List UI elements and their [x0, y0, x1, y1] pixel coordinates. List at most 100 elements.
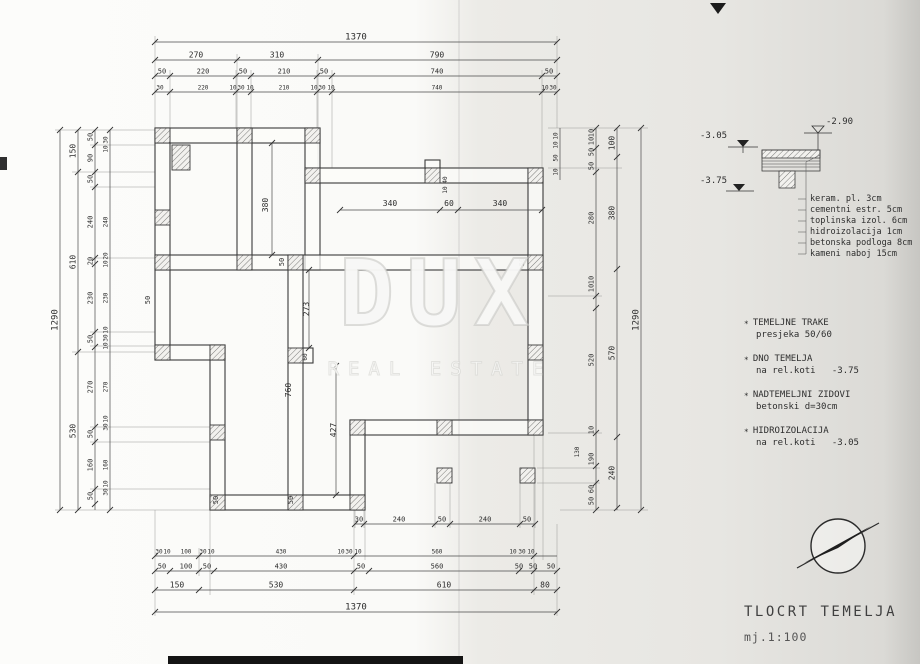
foundation-pad — [527, 167, 544, 184]
foundation-strip — [304, 167, 544, 184]
elevation-label-top-left: -3.05 — [700, 131, 728, 141]
note-title: HIDROIZOLACIJA — [752, 426, 829, 436]
dim-label: 50 — [588, 497, 596, 505]
dim-label: 220 — [198, 85, 209, 92]
layer-label: toplinska izol. 6cm — [810, 216, 908, 226]
dim-label: 30 — [103, 334, 110, 342]
dim-label: 10 — [103, 415, 110, 423]
dim-label: 530 — [69, 424, 78, 439]
dim-label: 50 — [529, 563, 537, 571]
dim-label: 150 — [69, 144, 78, 159]
dim-label: 1290 — [632, 309, 642, 331]
dim-label: 30 — [318, 85, 326, 92]
dim-label: 520 — [588, 354, 596, 367]
dim-label: 50 — [203, 563, 211, 571]
foundation-strip — [236, 127, 253, 271]
dim-label: 240 — [87, 216, 95, 229]
dim-label: 10 — [103, 145, 110, 153]
dim-label: 560 — [431, 563, 444, 571]
note-title: TEMELJNE TRAKE — [752, 318, 829, 328]
foundation-pad — [209, 494, 226, 511]
layer-label: kameni naboj 15cm — [810, 249, 897, 259]
layer-label: cementni estr. 5cm — [810, 205, 903, 215]
foundation-pad — [304, 127, 321, 144]
dim-label: 30 — [237, 85, 245, 92]
dim-label: 280 — [588, 212, 596, 225]
dim-label: 50 — [144, 296, 152, 304]
dim-label: 273 — [302, 302, 311, 317]
dim-label: 270 — [87, 381, 95, 394]
dim-label: 50 — [523, 516, 531, 524]
dim-label: 160 — [87, 459, 95, 472]
dim-label: 210 — [279, 85, 290, 92]
foundation-pad — [349, 494, 366, 511]
dim-label: 50 — [553, 154, 560, 162]
dim-label: 240 — [103, 216, 110, 227]
scan-edge-mark — [0, 157, 7, 170]
dim-label: 50 — [278, 258, 286, 266]
dim-label: 150 — [170, 581, 185, 590]
dim-label: 30 — [199, 549, 207, 556]
foundation-strip — [304, 127, 321, 271]
dim-label: 90 — [87, 154, 95, 162]
dim-label: 790 — [430, 51, 445, 60]
dim-label: 30 — [103, 136, 110, 144]
dim-label: 30 — [549, 85, 557, 92]
dim-label: 560 — [432, 549, 443, 556]
dim-label: 50 — [87, 430, 95, 438]
dim-label: 10 — [103, 326, 110, 334]
note-bullet-icon: ∗ — [744, 426, 749, 435]
dim-label: 10 — [588, 284, 596, 292]
note-item: ∗TEMELJNE TRAKE presjeka 50/60 — [744, 318, 919, 340]
dim-label: 50 — [87, 133, 95, 141]
layer-label: betonska podloga 8cm — [810, 238, 913, 248]
foundation-pad — [154, 254, 171, 271]
north-arrow-compass — [796, 518, 880, 574]
foundation-pad — [154, 209, 171, 226]
dim-label: 10 — [103, 480, 110, 488]
dim-label: 160 — [103, 459, 110, 470]
dim-label: 50 — [239, 68, 247, 76]
note-item: ∗HIDROIZOLACIJA na rel.koti -3.05 — [744, 426, 919, 448]
layer-label: keram. pl. 3cm — [810, 194, 882, 204]
foundation-pad — [527, 419, 544, 436]
dim-label: 50 — [357, 563, 365, 571]
note-title: NADTEMELJNI ZIDOVI — [752, 390, 851, 400]
note-detail: betonski d=30cm — [756, 402, 838, 412]
dim-label: 10 — [327, 85, 335, 92]
note-item: ∗NADTEMELJNI ZIDOVI betonski d=30cm — [744, 390, 919, 412]
note-title: DNO TEMELJA — [752, 354, 813, 364]
dim-label: 50 — [87, 175, 95, 183]
foundation-pad — [287, 254, 304, 271]
dim-label: 430 — [276, 549, 287, 556]
dim-label: 30 — [103, 423, 110, 431]
dim-label: 30 — [518, 549, 526, 556]
compass-needle-icon — [804, 526, 871, 563]
dim-label: 10 — [541, 85, 549, 92]
dim-label: 760 — [284, 383, 293, 398]
foundation-pad — [436, 467, 453, 484]
dim-label: 10 — [354, 549, 362, 556]
foundation-pad — [527, 344, 544, 361]
foundation-pad — [171, 144, 191, 171]
dim-label: 10 — [103, 342, 110, 350]
dim-label: 270 — [103, 381, 110, 392]
dim-label: 130 — [574, 446, 581, 457]
foundation-pad — [154, 344, 171, 361]
dim-label: 50 — [588, 162, 596, 170]
dim-label: 10 — [588, 129, 596, 137]
dim-label: 50 — [287, 496, 295, 504]
dim-label: 740 — [432, 85, 443, 92]
dim-label: 310 — [270, 51, 285, 60]
dim-label: 570 — [608, 346, 617, 361]
dim-label: 10 — [588, 426, 596, 434]
dim-label: 10 — [509, 549, 517, 556]
foundation-strip — [527, 167, 544, 436]
dim-label: 10 — [553, 141, 560, 149]
scan-bottom-bar — [168, 656, 463, 664]
extension-lines — [55, 36, 648, 616]
floor-buildup-legend: keram. pl. 3cm cementni estr. 5cm toplin… — [810, 194, 912, 260]
dim-label: 1290 — [51, 309, 61, 331]
dim-label: 10 — [588, 276, 596, 284]
